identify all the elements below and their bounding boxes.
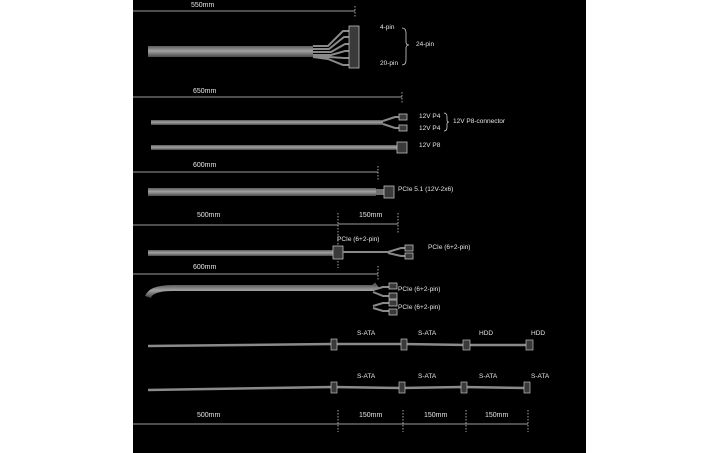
label-24pin: 24-pin bbox=[416, 41, 435, 48]
dimension-sata-spacing-2: 150mm bbox=[424, 412, 448, 419]
sata-cable-row1 bbox=[147, 338, 534, 351]
atx-24pin-cable bbox=[133, 6, 410, 69]
cable-sleeve bbox=[145, 282, 379, 299]
pcie51-cable bbox=[133, 166, 395, 199]
cable-sleeve bbox=[148, 188, 376, 196]
label-sata-row1-2: S-ATA bbox=[418, 330, 437, 337]
dimension-pcie-first: 500mm bbox=[197, 212, 221, 219]
label-sata-row2-2: S-ATA bbox=[418, 373, 437, 380]
label-sata-row2-4: S-ATA bbox=[531, 373, 550, 380]
label-12v-p4-b: 12V P4 bbox=[419, 125, 441, 132]
label-sata-row2-1: S-ATA bbox=[357, 373, 376, 380]
sata-dimension-lines bbox=[133, 410, 529, 432]
brace bbox=[401, 27, 410, 66]
label-sata-row2-3: S-ATA bbox=[479, 373, 498, 380]
dimension-pcie-dual: 600mm bbox=[193, 264, 217, 271]
label-20pin: 20-pin bbox=[380, 60, 399, 67]
dimension-sata-spacing-3: 150mm bbox=[485, 412, 509, 419]
label-4pin: 4-pin bbox=[380, 24, 395, 31]
label-sata-row1-1: S-ATA bbox=[357, 330, 376, 337]
pcie51-connector bbox=[383, 185, 395, 199]
dimension-sata-spacing-1: 150mm bbox=[359, 412, 383, 419]
cable-sleeve bbox=[148, 250, 333, 256]
atx-connector bbox=[348, 25, 360, 69]
label-pcie-dual-b: PCIe (6+2-pin) bbox=[398, 304, 441, 311]
eps-cables bbox=[133, 92, 450, 154]
cable-diagram bbox=[133, 6, 534, 432]
sata-cable-row2 bbox=[147, 381, 531, 394]
label-pcie-end: PCIe (6+2-pin) bbox=[428, 244, 471, 251]
pcie-daisy-cable bbox=[133, 213, 414, 268]
label-pcie-mid: PCIe (6+2-pin) bbox=[337, 236, 380, 243]
label-hdd-row1-4: HDD bbox=[531, 330, 546, 337]
pcie-mid-connector bbox=[332, 245, 344, 260]
cable-diagram-panel: 550mm 650mm 600mm 500mm 150mm 600mm 500m… bbox=[133, 0, 586, 453]
cable-sleeve bbox=[148, 46, 313, 57]
label-12v-p8-connector: 12V P8-connector bbox=[453, 118, 506, 125]
cable-sleeve bbox=[151, 120, 383, 125]
cable-sleeve bbox=[151, 145, 397, 150]
dimension-pcie-extension: 150mm bbox=[359, 212, 383, 219]
dimension-eps: 650mm bbox=[193, 88, 217, 95]
dimension-pcie51: 600mm bbox=[193, 162, 217, 169]
dimension-atx: 550mm bbox=[191, 2, 215, 9]
pcie-dual-cables bbox=[133, 266, 398, 316]
dimension-sata-first: 500mm bbox=[197, 412, 221, 419]
label-12v-p4-a: 12V P4 bbox=[419, 113, 441, 120]
label-hdd-row1-3: HDD bbox=[479, 330, 494, 337]
label-pcie-dual-a: PCIe (6+2-pin) bbox=[398, 286, 441, 293]
label-12v-p8: 12V P8 bbox=[419, 142, 441, 149]
label-pcie51: PCIe 5.1 (12V-2x6) bbox=[398, 186, 454, 193]
